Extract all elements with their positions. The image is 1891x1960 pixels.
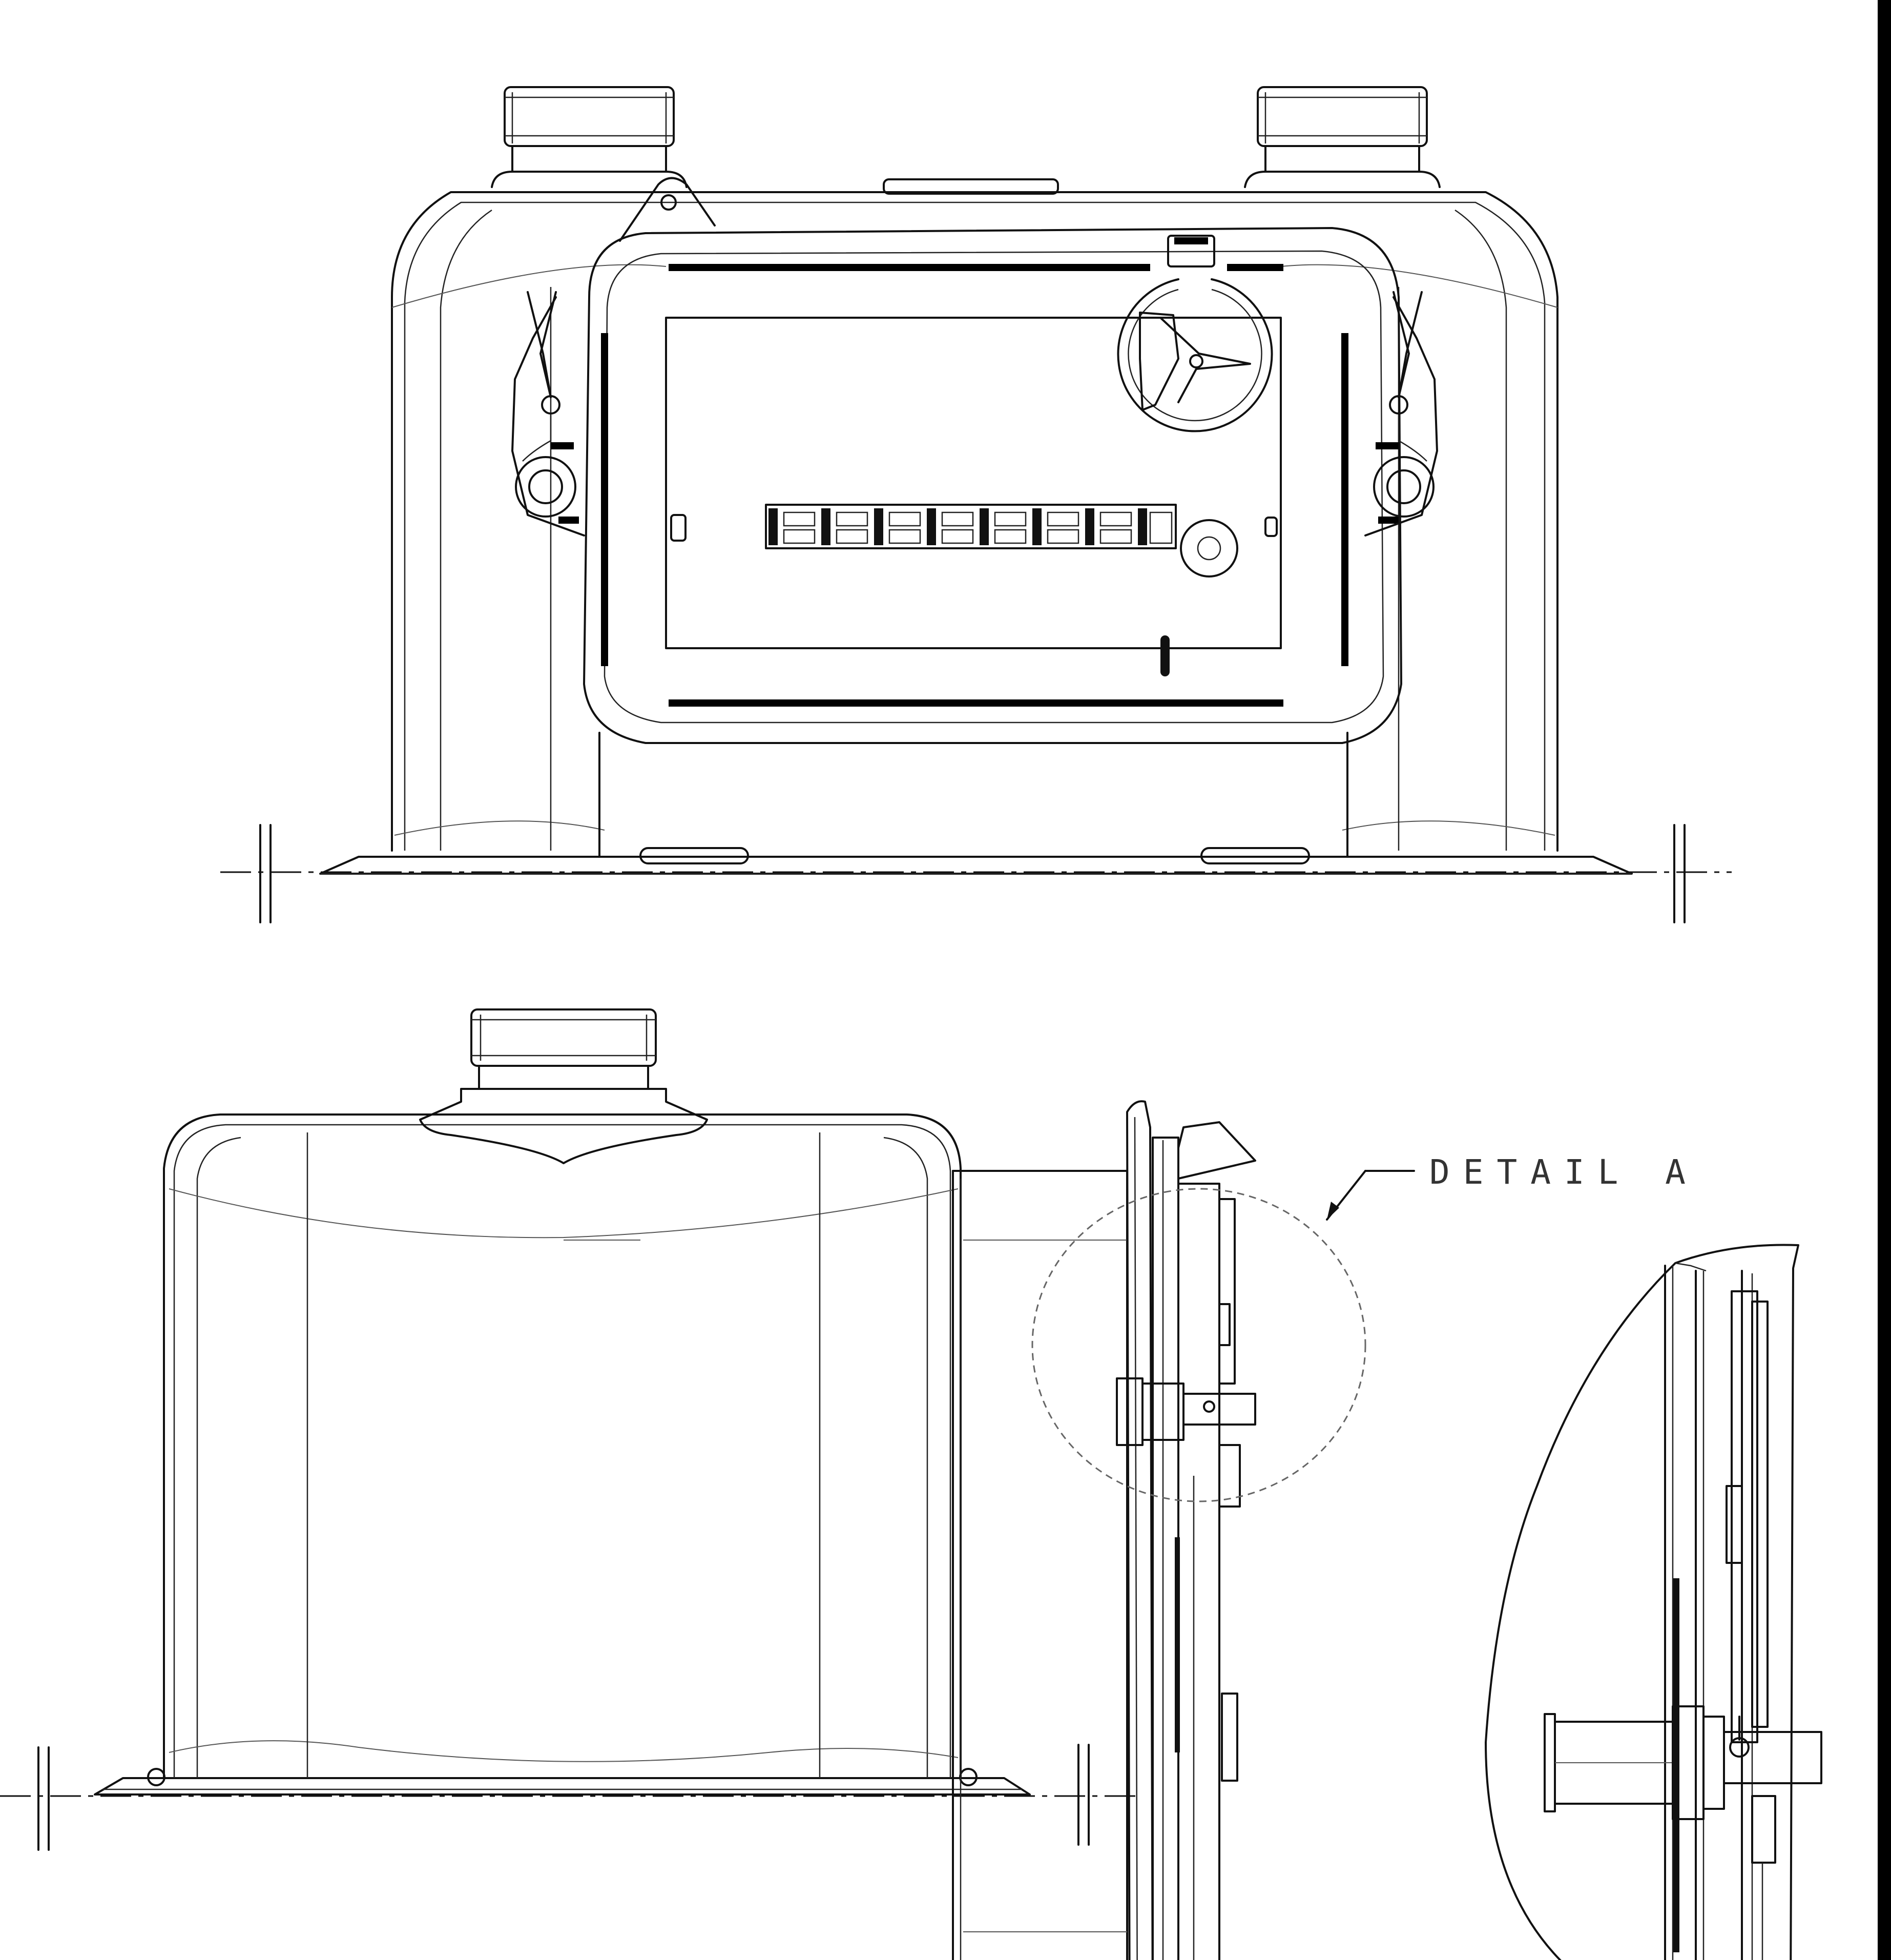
front-view	[220, 86, 1732, 923]
right-connector	[1244, 86, 1441, 188]
detail-callout: DETAIL A	[1326, 1152, 1699, 1221]
reset-knob	[1180, 519, 1238, 577]
detail-label: DETAIL A	[1429, 1152, 1699, 1192]
side-connector	[419, 1008, 708, 1164]
register-face-plate	[1116, 1100, 1256, 1960]
frame-edge	[1878, 0, 1891, 1960]
left-mounting-ear	[511, 291, 585, 537]
odometer	[765, 504, 1177, 549]
test-dial	[1117, 278, 1273, 432]
right-mounting-ear	[1364, 291, 1438, 537]
left-connector	[491, 86, 688, 188]
detail-circle	[1031, 1188, 1366, 1502]
register-window	[665, 317, 1282, 649]
detail-a-view	[1485, 1244, 1822, 1960]
side-view	[0, 1008, 1137, 1960]
